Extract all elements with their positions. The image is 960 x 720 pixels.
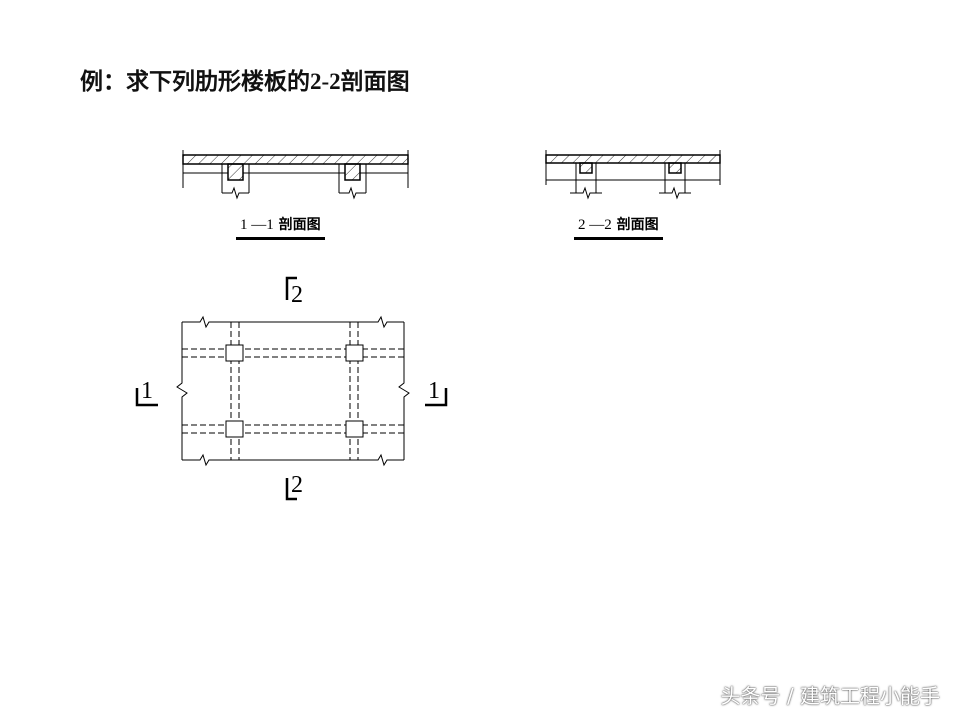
section-2-2-caption: 2 —2 剖面图 <box>574 214 663 240</box>
section-mark-left <box>135 388 158 407</box>
section-mark-top <box>285 276 297 300</box>
column <box>225 420 244 438</box>
caption-number: 2 —2 <box>578 217 612 233</box>
section-label-bottom: 2 <box>291 472 303 498</box>
page-title: 例：求下列肋形楼板的2-2剖面图 <box>80 62 410 96</box>
title-number: 2-2 <box>310 69 341 94</box>
section-mark-right <box>425 388 448 407</box>
caption-label: 剖面图 <box>616 217 659 233</box>
title-suffix: 剖面图 <box>340 69 410 95</box>
section-label-left: 1 <box>141 378 153 404</box>
column <box>345 420 364 438</box>
section-1-1-drawing <box>182 150 409 200</box>
section-mark-bottom <box>285 478 297 501</box>
section-label-right: 1 <box>428 378 440 404</box>
title-text: 例：求下列肋形楼板的 <box>80 69 310 95</box>
caption-label: 剖面图 <box>278 217 321 233</box>
section-1-1-caption: 1 —1 剖面图 <box>236 214 325 240</box>
floor-plan <box>135 276 448 501</box>
caption-number: 1 —1 <box>240 217 274 233</box>
section-2-2-drawing <box>545 150 721 200</box>
column <box>225 344 244 362</box>
watermark: 头条号 / 建筑工程小能手 <box>720 684 940 708</box>
column <box>345 344 364 362</box>
section-label-top: 2 <box>291 282 303 308</box>
